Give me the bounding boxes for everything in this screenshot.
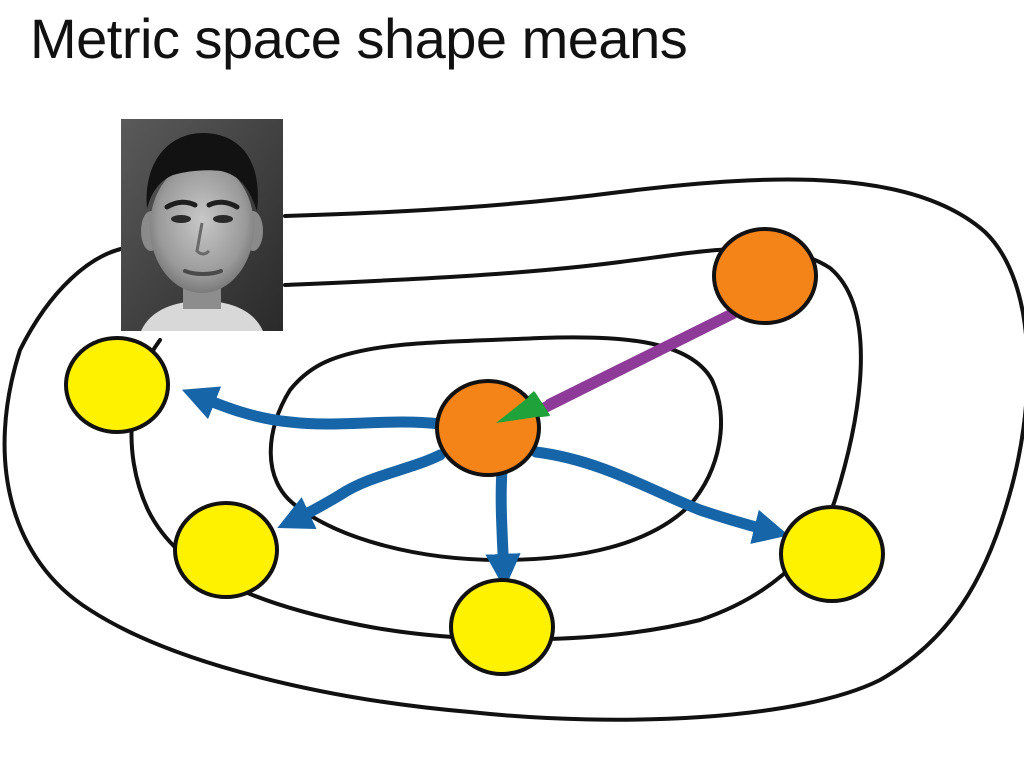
center-node xyxy=(435,379,541,477)
slide-title: Metric space shape means xyxy=(30,7,688,70)
blue-arrow-lower-left xyxy=(277,449,446,530)
yellow-node-left xyxy=(64,336,170,434)
blue-arrow-right xyxy=(530,446,789,544)
yellow-node-right xyxy=(779,505,885,603)
inner-contour xyxy=(268,335,723,563)
blue-arrow-down xyxy=(485,464,521,590)
face-photo xyxy=(121,119,283,331)
outer-contour xyxy=(2,177,1024,722)
source-node xyxy=(712,227,818,325)
purple-arrow-tip xyxy=(545,308,737,410)
yellow-node-bottom xyxy=(449,578,555,676)
yellow-node-lower-left xyxy=(173,501,279,599)
blue-arrow-left xyxy=(181,386,446,430)
green-arrowhead-top xyxy=(496,392,550,423)
